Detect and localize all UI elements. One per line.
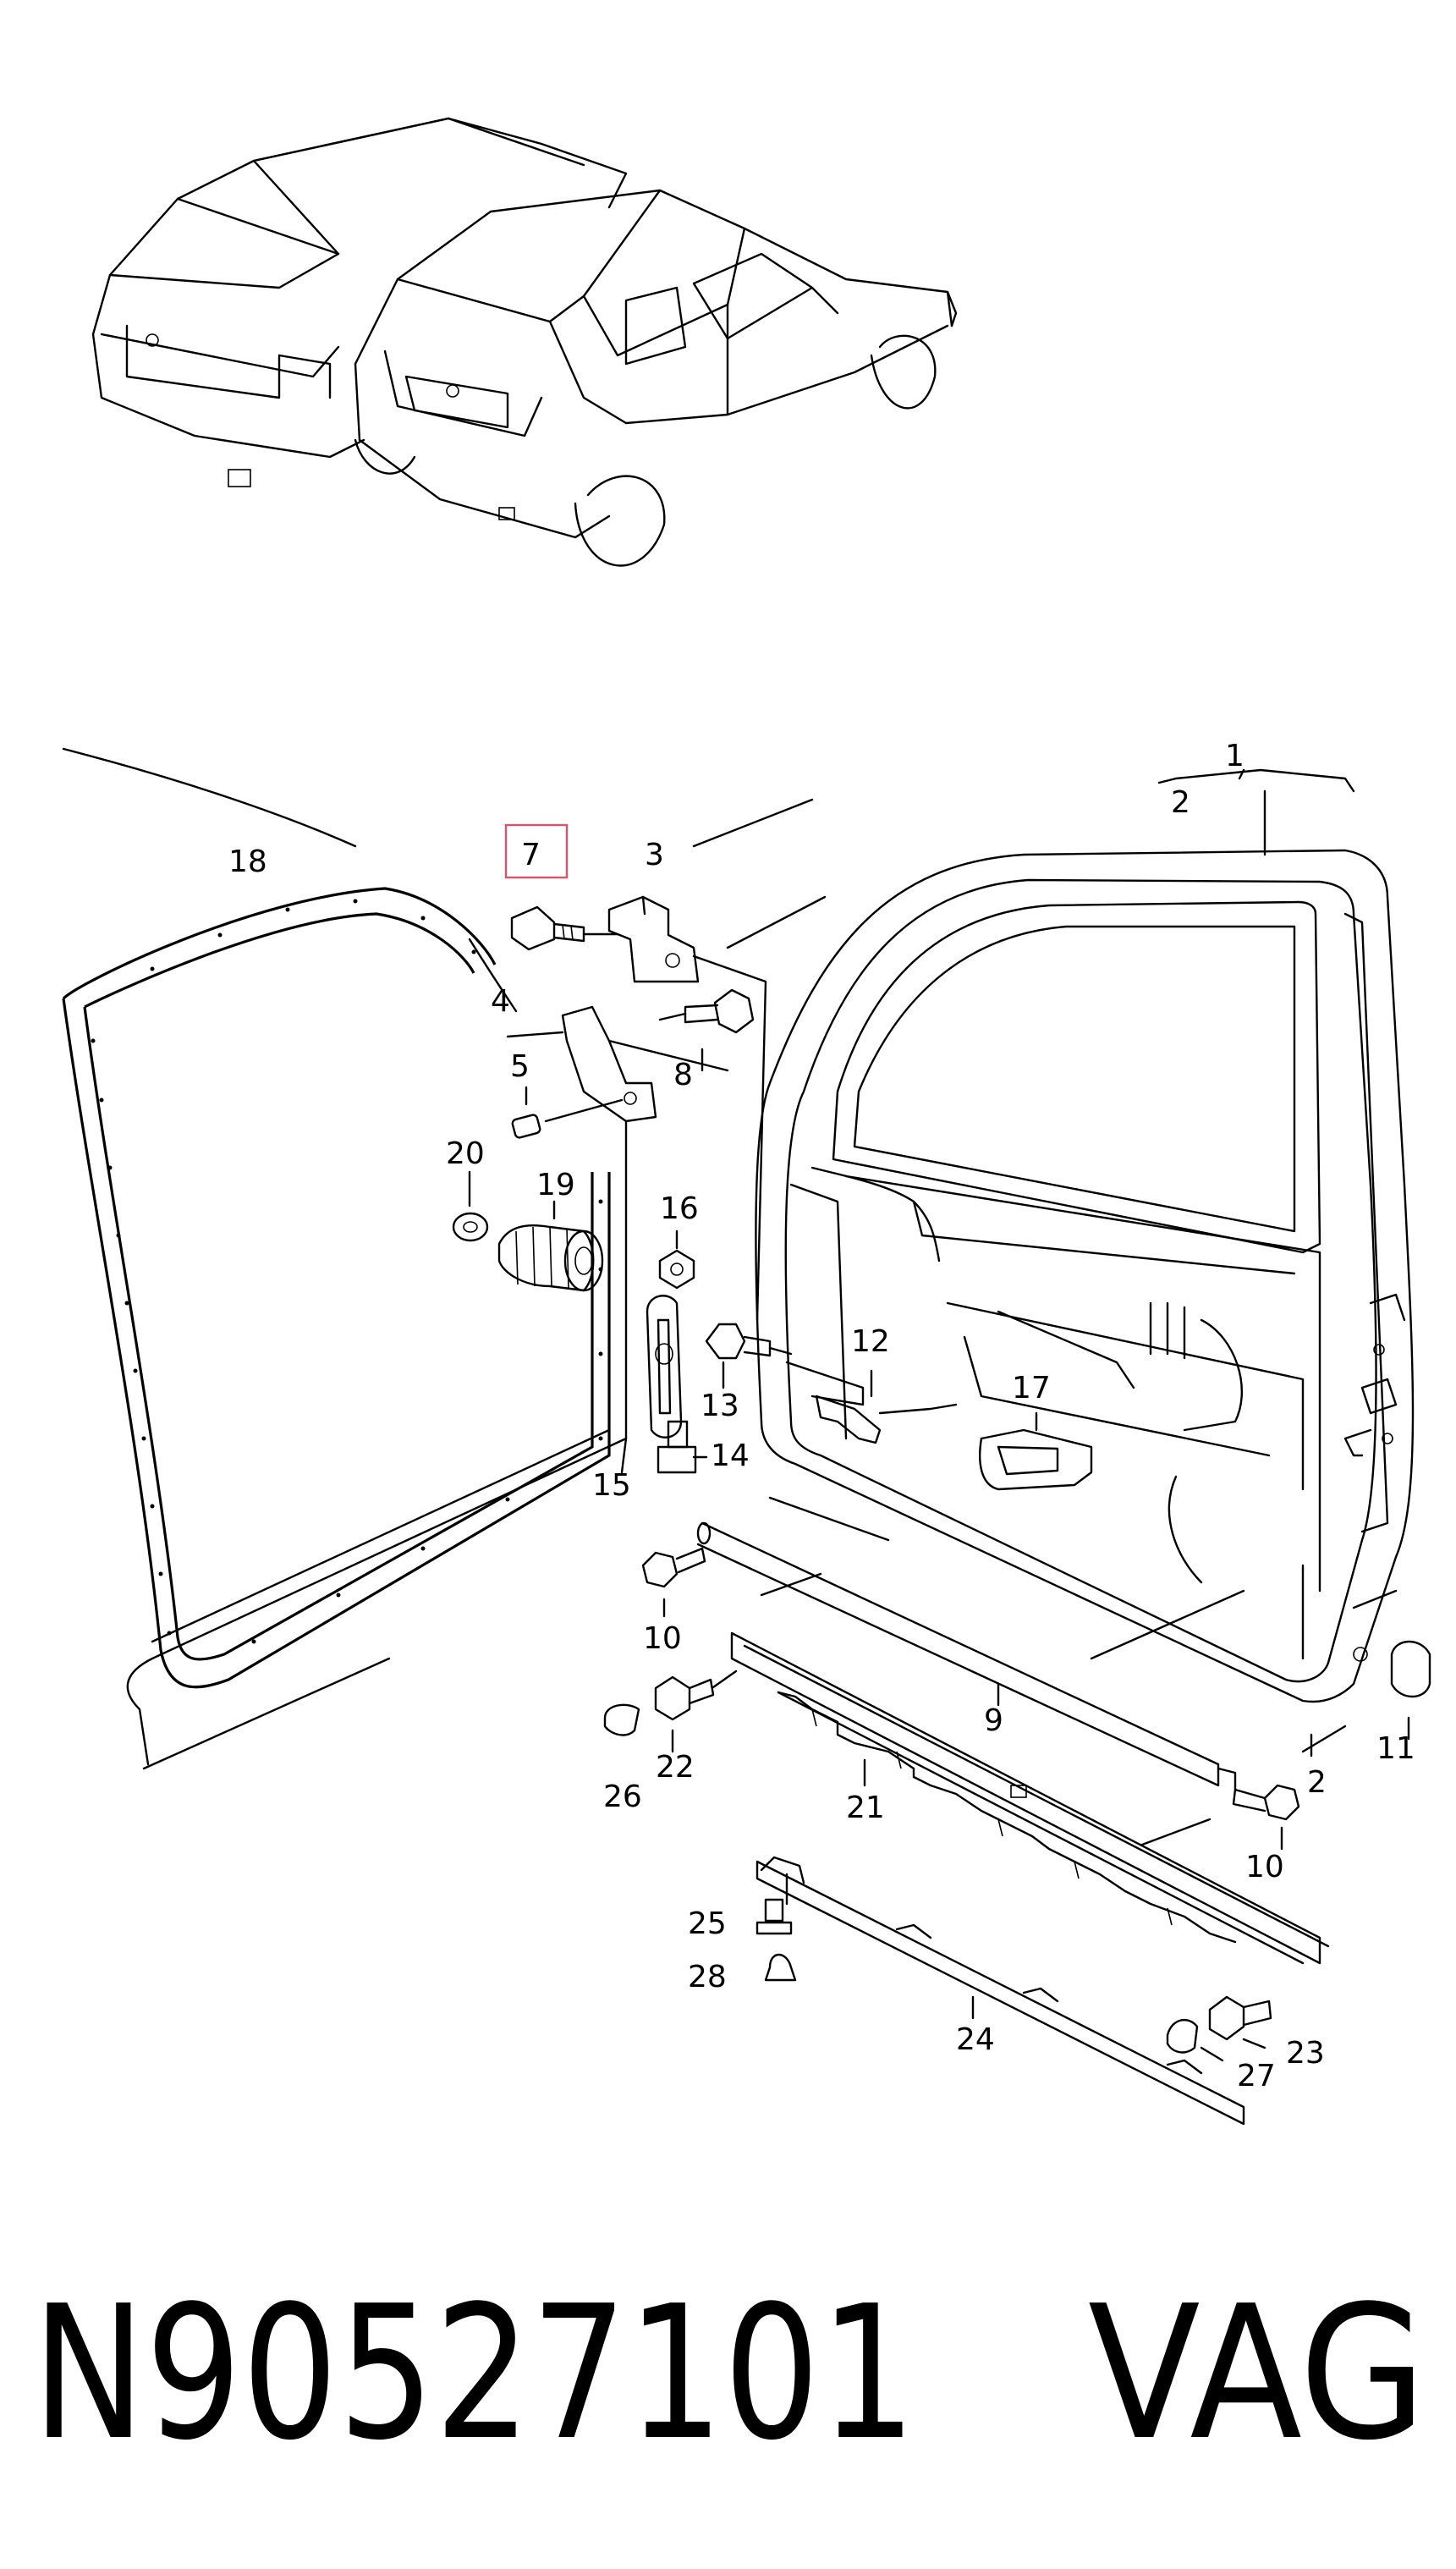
cap-26 <box>603 1703 640 1736</box>
callout-9: 9 <box>984 1703 1003 1738</box>
callout-3: 3 <box>645 838 664 872</box>
callout-24: 24 <box>956 2022 995 2057</box>
bolt-23 <box>1208 1995 1272 2049</box>
callout-7: 7 <box>521 838 541 872</box>
callout-28: 28 <box>688 1960 727 1994</box>
callout-2-top: 2 <box>1171 785 1190 820</box>
brand-name: VAG <box>1088 2267 1426 2481</box>
bolt-8 <box>658 988 755 1072</box>
callout-16: 16 <box>660 1191 699 1226</box>
callout-8: 8 <box>673 1058 693 1092</box>
callout-25: 25 <box>688 1906 727 1941</box>
callout-21: 21 <box>846 1791 885 1825</box>
stop-20 <box>452 1170 489 1242</box>
callout-13: 13 <box>701 1389 739 1423</box>
callout-4: 4 <box>491 984 510 1019</box>
callout-17: 17 <box>1012 1371 1051 1406</box>
callout-10-lower: 10 <box>1245 1850 1284 1884</box>
callout-11: 11 <box>1376 1731 1415 1766</box>
bolt-14 <box>657 1420 708 1474</box>
bolt-10-lower <box>1232 1784 1300 1851</box>
callout-22: 22 <box>656 1750 695 1785</box>
callout-12: 12 <box>851 1324 890 1359</box>
upper-hinge-3 <box>607 895 767 1322</box>
vehicle-illustration <box>91 117 958 567</box>
door-bottom-lines <box>760 1496 1347 1846</box>
pin-5 <box>511 1086 624 1139</box>
door-seal-18 <box>62 887 611 1689</box>
callout-bracket-1-2 <box>1157 768 1355 1758</box>
callout-10-upper: 10 <box>643 1621 682 1656</box>
callout-23: 23 <box>1286 2036 1325 2071</box>
callout-2-bottom: 2 <box>1307 1765 1327 1800</box>
sill-trim-24 <box>755 1856 1245 2126</box>
callout-15: 15 <box>592 1468 631 1503</box>
nut-16 <box>658 1229 695 1290</box>
clip-28 <box>764 1953 797 1982</box>
bracket-12 <box>785 1361 958 1444</box>
clip-25 <box>755 1873 793 1935</box>
callout-19: 19 <box>536 1168 575 1202</box>
part-number: N90527101 <box>32 2267 916 2481</box>
bolt-13 <box>705 1323 793 1389</box>
callout-20: 20 <box>446 1136 485 1171</box>
callout-26: 26 <box>603 1780 642 1814</box>
sill-9 <box>696 1521 1237 1791</box>
callout-1: 1 <box>1225 739 1244 773</box>
callout-14: 14 <box>711 1439 750 1473</box>
buffer-19 <box>497 1200 604 1292</box>
sill-trim-21 <box>730 1631 1330 1965</box>
grommet-11 <box>1390 1640 1431 1741</box>
callout-5: 5 <box>510 1049 530 1084</box>
bolt-10-upper <box>641 1547 706 1618</box>
cap-27 <box>1166 2018 1224 2062</box>
check-strap-15 <box>620 1295 683 1474</box>
callout-labels: 1 2 3 4 5 7 8 9 10 10 11 12 13 14 15 16 … <box>228 739 1415 2093</box>
callout-18: 18 <box>228 844 267 879</box>
highlight-box <box>504 823 569 879</box>
door-shell <box>755 849 1415 1703</box>
handle-17 <box>979 1411 1093 1491</box>
lower-hinge-4 <box>506 1005 729 1169</box>
seal-texture <box>91 899 603 1644</box>
bolt-22 <box>654 1670 738 1753</box>
callout-27: 27 <box>1237 2059 1276 2093</box>
body-side-panel <box>62 747 827 1770</box>
bolt-7 <box>510 905 619 951</box>
